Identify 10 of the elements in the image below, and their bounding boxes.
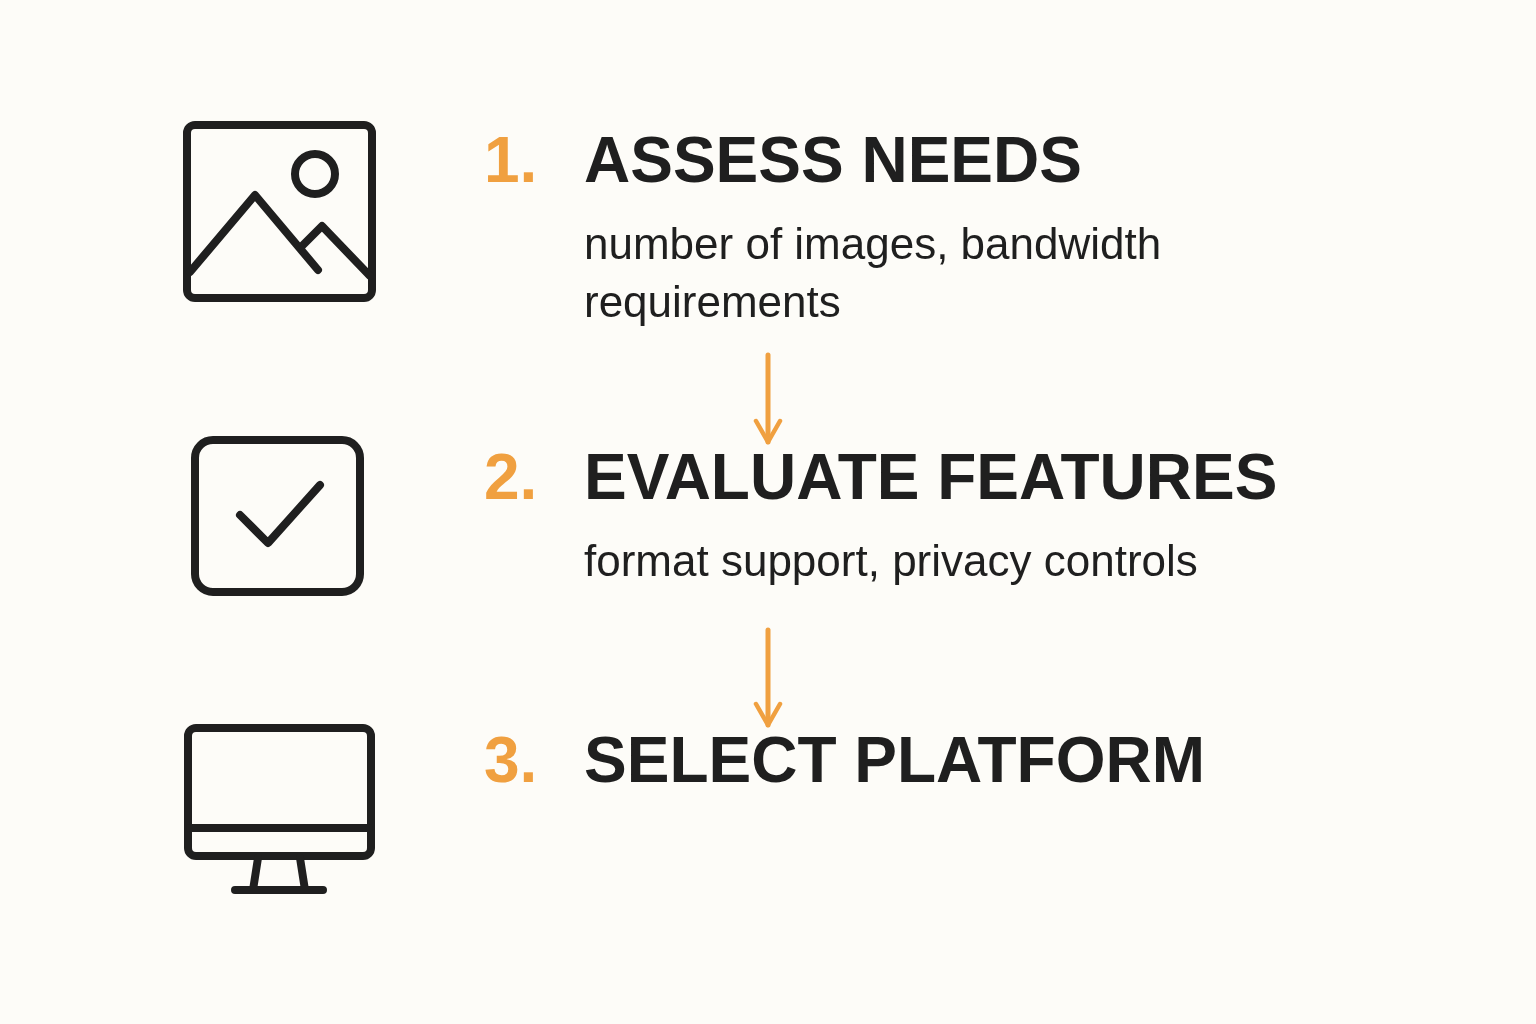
step-title: ASSESS NEEDS <box>584 125 1082 195</box>
step-title: EVALUATE FEATURES <box>584 442 1278 512</box>
arrow <box>753 627 783 728</box>
step-description: number of images, bandwidth requirements <box>584 218 1163 328</box>
step-description: format support, privacy controls <box>584 535 1199 587</box>
step-number: 2. <box>484 442 538 512</box>
step-number: 3. <box>484 725 538 795</box>
step-number: 1. <box>484 125 538 195</box>
step-title: SELECT PLATFORM <box>584 725 1205 795</box>
arrow <box>753 352 783 445</box>
